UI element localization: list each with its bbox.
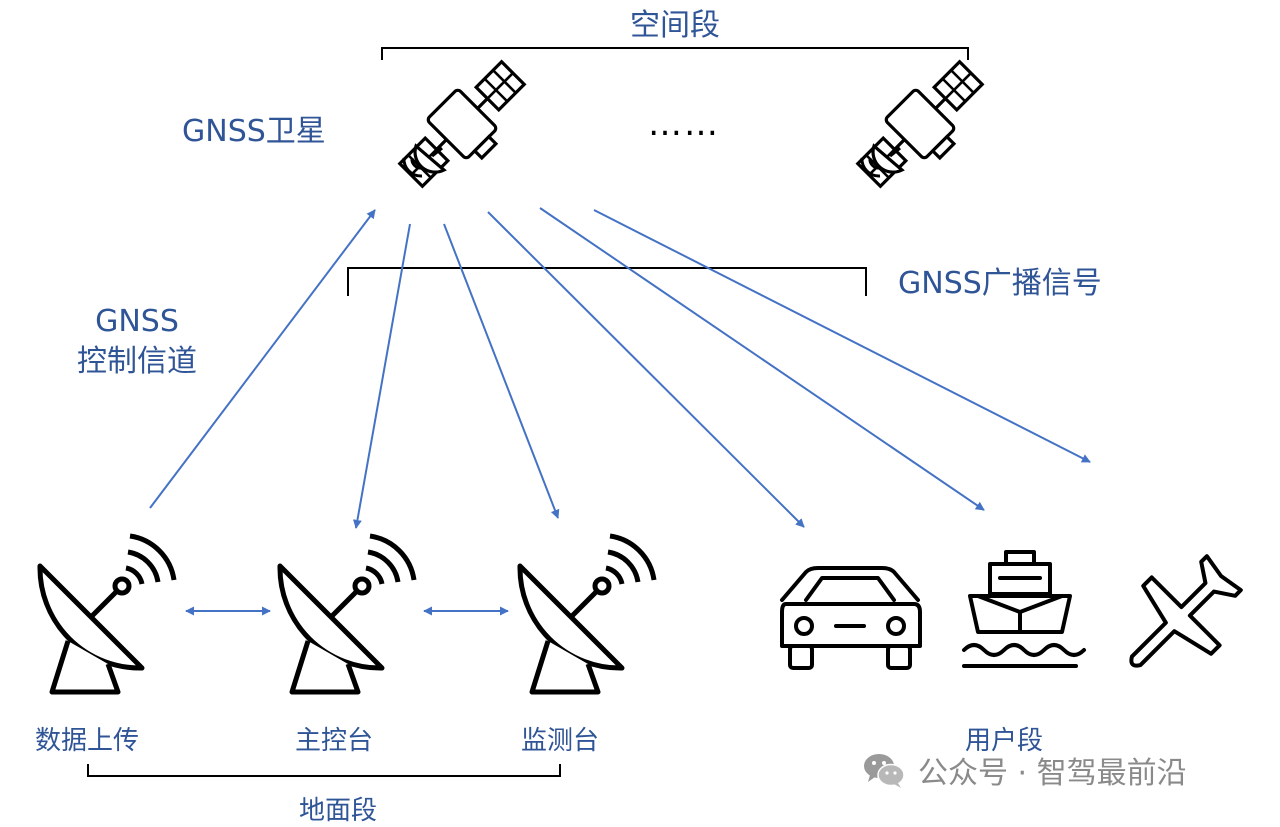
broadcast-bracket (347, 267, 867, 296)
car-icon (780, 566, 922, 670)
control-channel-label-line1: GNSS (95, 304, 179, 339)
data-upload-label: 数据上传 (34, 726, 140, 756)
downlink-arrow-monitor (443, 223, 560, 519)
satellite-dish-icon (520, 536, 654, 692)
satellite-dish-icon (280, 536, 414, 692)
broadcast-signal-label: GNSS广播信号 (898, 266, 1102, 301)
ship-icon (962, 550, 1086, 668)
ground-segment-label: 地面段 (298, 796, 378, 826)
watermark: 公众号 · 智驾最前沿 (862, 748, 1187, 792)
broadcast-arrow-ship (539, 207, 985, 511)
satellite-icon (389, 51, 542, 204)
wechat-icon (864, 754, 905, 788)
broadcast-arrow-car (487, 211, 805, 528)
satellite-icon (847, 51, 1000, 204)
control-channel-uplink-arrow (149, 209, 376, 509)
user-segment-label: 用户段 (964, 726, 1044, 756)
control-channel-label-line2: 控制信道 (77, 344, 197, 379)
broadcast-arrow-plane (593, 209, 1091, 463)
watermark-text: 公众号 · 智驾最前沿 (918, 756, 1187, 791)
master-control-label: 主控台 (294, 726, 374, 756)
control-channel-label: GNSS 控制信道 (77, 302, 197, 382)
airplane-icon (1129, 554, 1243, 668)
downlink-arrow-master (352, 223, 411, 529)
space-segment-bracket (381, 47, 969, 60)
ground-segment-bracket (87, 764, 561, 777)
space-segment-label: 空间段 (630, 8, 720, 43)
satellite-dish-icon (40, 536, 174, 692)
gnss-satellite-label: GNSS卫星 (182, 114, 326, 149)
ellipsis-text: …… (648, 104, 720, 144)
monitor-station-label: 监测台 (520, 726, 600, 756)
